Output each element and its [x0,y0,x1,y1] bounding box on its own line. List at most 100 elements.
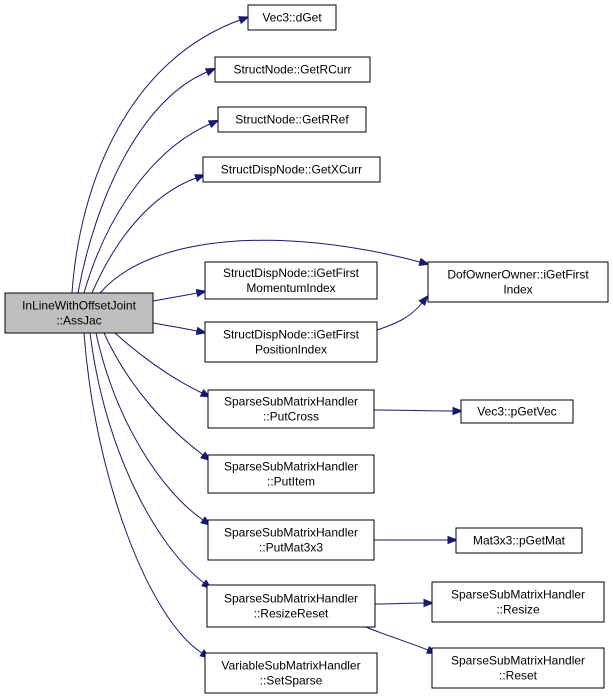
edge-root-to-structnode-getrcurr [77,67,217,294]
node-label-line: StructDispNode::iGetFirst [223,266,360,280]
node-label-line: ::Resize [496,603,540,617]
node-sparsesubmatrixhandler-resize[interactable]: SparseSubMatrixHandler::Resize [431,581,605,623]
edge-root-to-vec3-dget [71,16,250,294]
node-box [204,652,378,694]
node-box [4,292,154,334]
node-label-line: SparseSubMatrixHandler [224,395,358,409]
arrowhead-icon [423,598,435,608]
node-box [217,106,367,133]
arrowhead-icon [447,535,459,545]
node-box [460,399,574,424]
node-label-line: MomentumIndex [246,281,335,295]
node-box [207,519,375,561]
edge-line [103,332,204,456]
node-variablesubmatrixhandler-setsparse[interactable]: VariableSubMatrixHandler::SetSparse [204,652,378,694]
edge-root-to-sparsesubmatrixhandler-putcross [114,332,212,398]
node-label-line: SparseSubMatrixHandler [451,654,585,668]
edge-root-to-structnode-getrref [83,119,220,294]
edge-line [91,177,197,294]
edge-sparsesubmatrixhandler-putcross-to-vec3-pgetvec [373,406,464,416]
edge-line [376,302,423,331]
node-structnode-getrcurr[interactable]: StructNode::GetRCurr [214,56,371,83]
edge-line [89,332,205,584]
node-label-line: DofOwnerOwner::iGetFirst [447,268,589,282]
node-box [202,156,381,183]
arrowhead-icon [194,174,206,183]
node-label-line: StructNode::GetRCurr [233,63,351,77]
arrowhead-icon [418,294,429,307]
edge-line [83,332,203,654]
node-vec3-dget[interactable]: Vec3::dGet [247,4,337,31]
node-label-line: StructDispNode::GetXCurr [221,163,362,177]
node-box [204,261,378,300]
edge-sparsesubmatrixhandler-resizereset-to-sparsesubmatrixhandler-reset [365,626,438,654]
node-label-line: ::AssJac [56,314,101,328]
node-box [214,56,371,83]
node-label-line: SparseSubMatrixHandler [224,460,358,474]
node-box [431,647,605,689]
edge-root-to-sparsesubmatrixhandler-putmat3x3 [95,332,212,526]
node-box [207,389,375,429]
node-sparsesubmatrixhandler-putcross[interactable]: SparseSubMatrixHandler::PutCross [207,389,375,429]
node-box [427,261,609,303]
edge-line [114,332,203,394]
node-sparsesubmatrixhandler-resizereset[interactable]: SparseSubMatrixHandler::ResizeReset [206,584,376,628]
edge-line [152,322,198,332]
arrowhead-icon [207,119,220,129]
nodes-layer: InLineWithOffsetJoint::AssJac Vec3::dGetS… [4,4,609,694]
node-box [247,4,337,31]
edge-root-to-variablesubmatrixhandler-setsparse [83,332,211,659]
edge-line [374,602,425,605]
node-label-line: ::Reset [499,669,538,683]
node-structdispnode-getxcurr[interactable]: StructDispNode::GetXCurr [202,156,381,183]
edge-root-to-structdispnode-getxcurr [91,174,206,294]
edge-root-to-dofownerowner-igetfirstindex [99,239,431,294]
edge-line [373,409,454,412]
node-sparsesubmatrixhandler-reset[interactable]: SparseSubMatrixHandler::Reset [431,647,605,689]
arrowhead-icon [195,326,208,336]
node-mat3x3-pgetmat[interactable]: Mat3x3::pGetMat [455,527,583,554]
edge-line [83,123,211,294]
edges-layer [71,16,464,659]
node-label-line: StructNode::GetRRef [235,113,349,127]
node-label-line: Index [503,283,532,297]
node-label-line: ::PutMat3x3 [259,541,323,555]
node-label-line: SparseSubMatrixHandler [224,592,358,606]
edge-line [77,71,208,294]
node-sparsesubmatrixhandler-putitem[interactable]: SparseSubMatrixHandler::PutItem [207,454,375,494]
arrowhead-icon [418,257,431,266]
node-label-line: SparseSubMatrixHandler [451,588,585,602]
edge-line [99,239,421,294]
edge-line [152,292,198,302]
node-box [431,581,605,623]
node-label-line: SparseSubMatrixHandler [224,526,358,540]
edge-sparsesubmatrixhandler-putmat3x3-to-mat3x3-pgetmat [374,535,459,545]
node-label-line: ::PutCross [263,410,319,424]
node-sparsesubmatrixhandler-putmat3x3[interactable]: SparseSubMatrixHandler::PutMat3x3 [207,519,375,561]
edge-root-to-sparsesubmatrixhandler-resizereset [89,332,213,590]
node-label-line: ::ResizeReset [254,607,329,621]
arrowhead-icon [452,406,464,416]
node-label-line: VariableSubMatrixHandler [221,659,360,673]
node-box [455,527,583,554]
node-label-line: InLineWithOffsetJoint [22,299,137,313]
node-label-line: ::SetSparse [260,674,323,688]
edge-line [95,332,204,521]
edge-root-to-structdispnode-igetfirstpositionindex [152,322,208,336]
node-box [207,454,375,494]
node-structnode-getrref[interactable]: StructNode::GetRRef [217,106,367,133]
node-vec3-pgetvec[interactable]: Vec3::pGetVec [460,399,574,424]
edge-structdispnode-igetfirstpositionindex-to-dofownerowner-igetfirstindex [376,294,429,331]
edge-line [71,19,241,294]
node-label-line: ::PutItem [267,475,315,489]
node-box [206,584,376,628]
node-label-line: Vec3::dGet [262,11,322,25]
arrowhead-icon [195,288,208,298]
node-box [204,321,378,363]
node-label-line: StructDispNode::iGetFirst [223,328,360,342]
root-node-root[interactable]: InLineWithOffsetJoint::AssJac [4,292,154,334]
